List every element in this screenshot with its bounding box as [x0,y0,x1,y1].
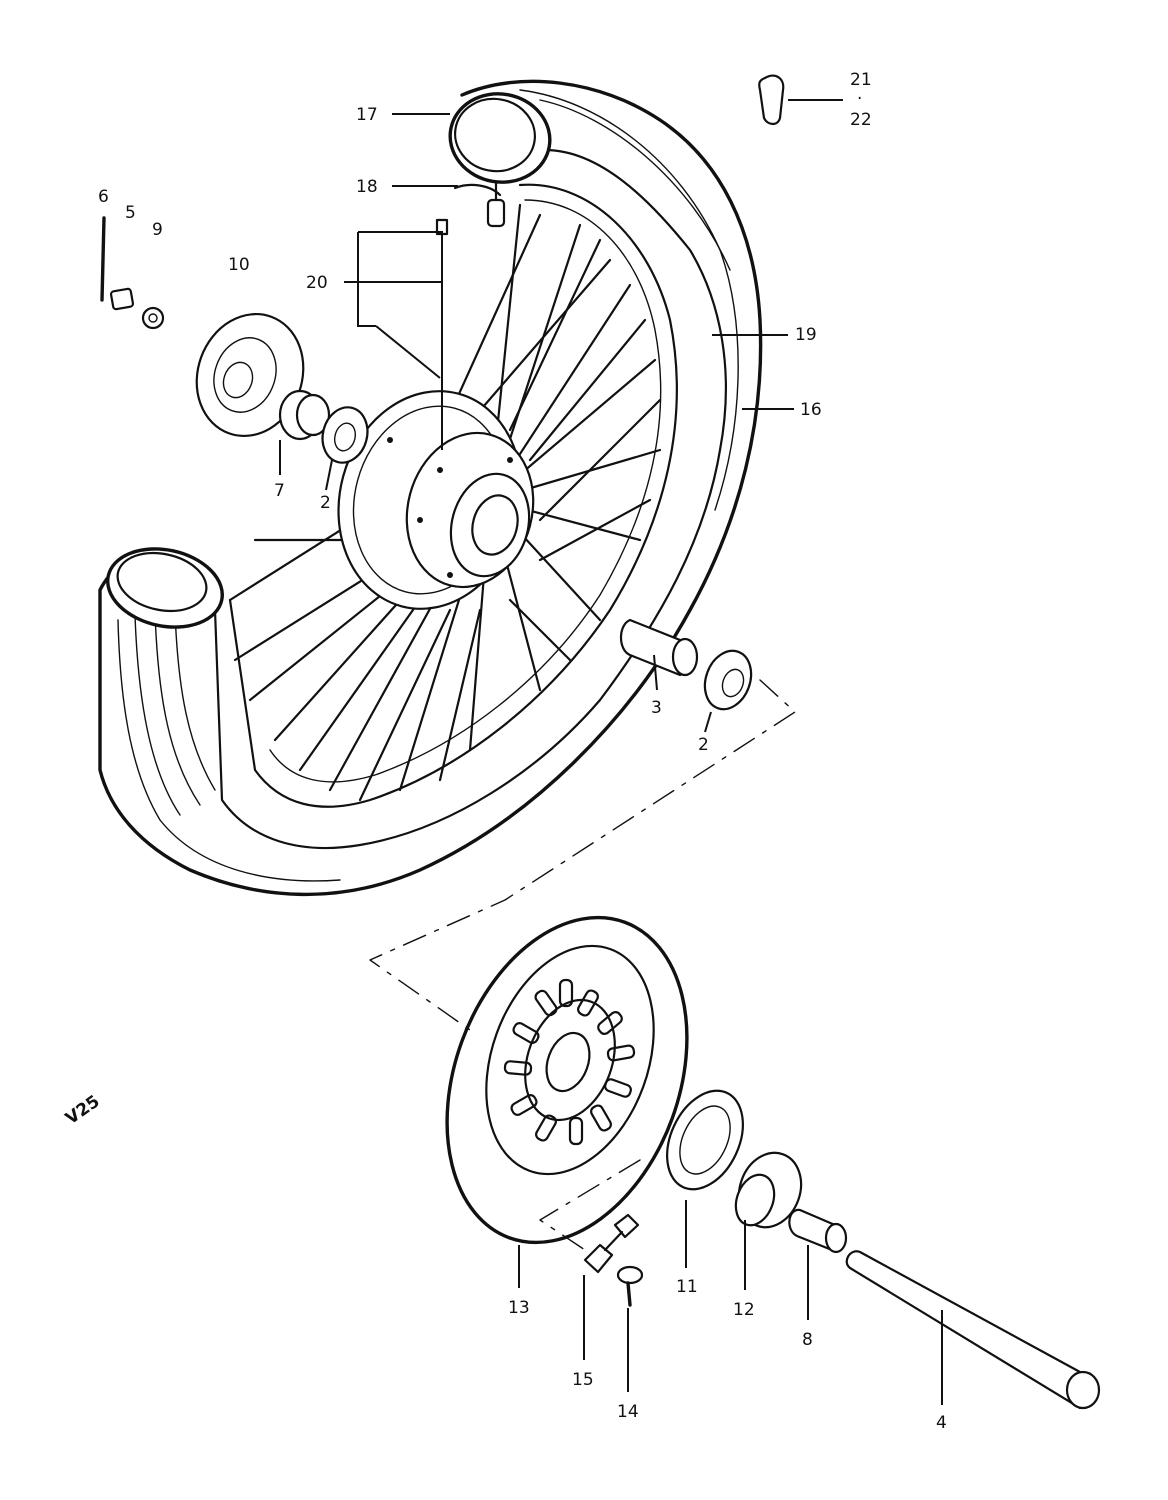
disc-vent-slots [503,978,636,1146]
label-6: 6 [98,187,109,207]
label-5: 5 [125,203,136,223]
rim [228,183,678,808]
spacer-8 [788,1208,848,1254]
label-15: 15 [572,1370,594,1390]
label-9: 9 [152,220,163,240]
spacer-3 [619,618,699,677]
stamp-mark: V25 [62,1091,104,1129]
lock-washer-15 [583,1213,640,1274]
seal-11 [666,1089,744,1191]
label-11: 11 [676,1277,698,1297]
label-22: 22 [850,110,872,130]
collar-12 [734,1151,803,1229]
label-21: 21 [850,70,872,90]
label-10: 10 [228,255,250,275]
label-13: 13 [508,1298,530,1318]
leader-lines [279,99,943,1405]
bolt-14 [616,1265,644,1307]
label-21-22-sep: · [857,89,862,109]
hub-assembly [337,390,535,610]
tire-cut-bottom [106,547,224,629]
stamp-text: V25 [62,1091,104,1129]
axle-4 [845,1250,1101,1410]
tire [98,79,763,897]
label-16: 16 [800,400,822,420]
bearing-2-left [321,406,369,464]
centerlines [369,679,796,1251]
label-12: 12 [733,1300,755,1320]
valve-stem [453,180,506,228]
spacer-7 [278,389,331,441]
tire-cut-top [448,92,552,184]
brake-disc-13 [445,915,689,1245]
callout-labels: 17 18 20 21 · 22 6 5 9 10 19 16 7 2 3 2 … [98,70,947,1433]
label-20: 20 [306,273,328,293]
label-17: 17 [356,105,378,125]
label-3: 3 [651,698,662,718]
label-2-right: 2 [698,735,709,755]
valve-cap [758,74,785,126]
label-7: 7 [274,481,285,501]
small-parts-6-5-9 [100,216,165,330]
label-14: 14 [617,1402,639,1422]
bearing-2-right [703,649,753,711]
label-18: 18 [356,177,378,197]
label-2-left: 2 [320,493,331,513]
label-19: 19 [795,325,817,345]
label-4: 4 [936,1413,947,1433]
label-8: 8 [802,1330,813,1350]
